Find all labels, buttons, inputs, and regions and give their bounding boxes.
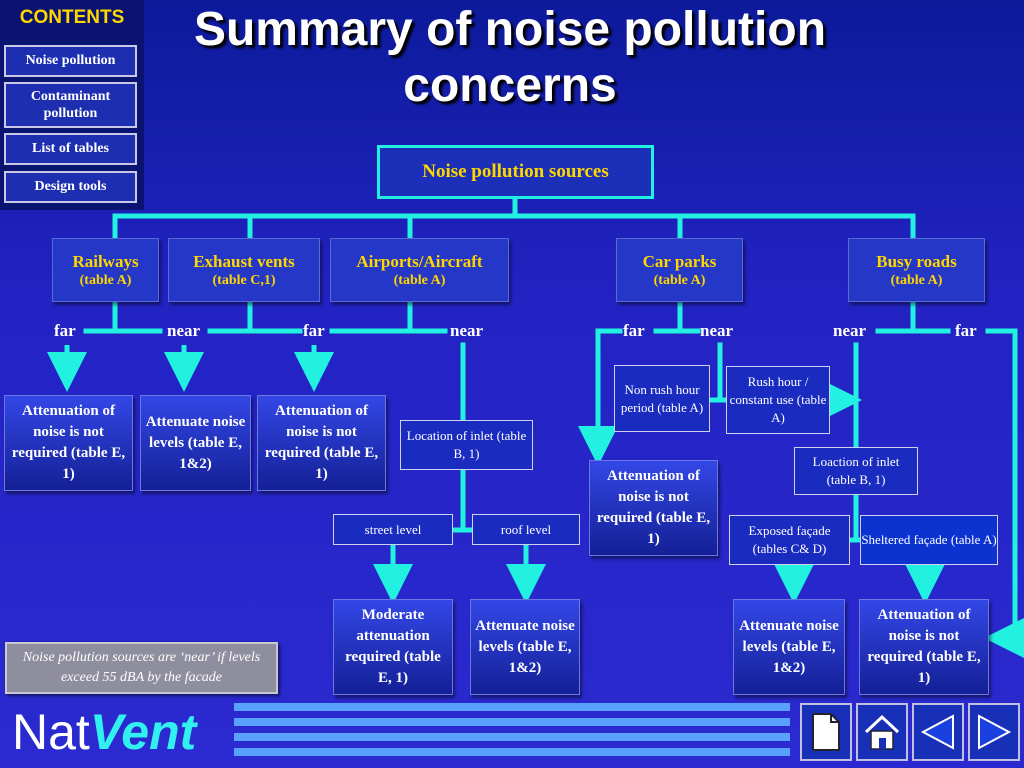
info-location-of-inlet: Location of inlet (table B, 1)	[400, 420, 533, 470]
nav-noise-pollution-button[interactable]: Noise pollution	[4, 45, 137, 77]
label-far: far	[54, 321, 76, 340]
category-title: Busy roads	[876, 251, 957, 271]
label-far: far	[623, 321, 645, 340]
decor-stripe	[234, 718, 790, 726]
info-non-rush-hour: Non rush hour period (table A)	[614, 365, 710, 432]
nav-list-of-tables-button[interactable]: List of tables	[4, 133, 137, 165]
info-location-of-inlet: Loaction of inlet (table B, 1)	[794, 447, 918, 495]
page-icon	[812, 713, 840, 751]
label-far: far	[303, 321, 325, 340]
decor-stripe	[234, 748, 790, 756]
page-title: Summary of noise pollution concerns	[193, 3, 827, 112]
decor-stripe	[234, 733, 790, 741]
result-not-required: Attenuation of noise is not required (ta…	[859, 599, 989, 695]
contents-title: CONTENTS	[19, 7, 125, 28]
root-node: Noise pollution sources	[377, 145, 654, 199]
category-exhaust-vents: Exhaust vents (table C,1)	[168, 238, 320, 302]
label-near: near	[700, 321, 734, 340]
result-attenuate: Attenuate noise levels (table E, 1&2)	[733, 599, 845, 695]
logo-part-vent: Vent	[89, 704, 197, 760]
label-near: near	[833, 321, 867, 340]
category-title: Airports/Aircraft	[356, 251, 483, 271]
info-sheltered-facade: Sheltered façade (table A)	[860, 515, 998, 565]
category-sub: (table A)	[890, 272, 943, 288]
category-sub: (table C,1)	[212, 272, 276, 288]
previous-arrow-icon	[920, 714, 954, 750]
footnote: Noise pollution sources are ‘near’ if le…	[5, 642, 278, 694]
next-arrow-icon	[978, 714, 1012, 750]
info-rush-hour: Rush hour / constant use (table A)	[726, 366, 830, 434]
category-sub: (table A)	[653, 272, 706, 288]
label-near: near	[167, 321, 201, 340]
category-sub: (table A)	[393, 272, 446, 288]
result-not-required: Attenuation of noise is not required (ta…	[257, 395, 386, 491]
label-far: far	[955, 321, 977, 340]
category-busy-roads: Busy roads (table A)	[848, 238, 985, 302]
decor-stripe	[234, 703, 790, 711]
result-not-required: Attenuation of noise is not required (ta…	[4, 395, 133, 491]
nav-contaminant-pollution-button[interactable]: Contaminant pollution	[4, 82, 137, 128]
result-attenuate: Attenuate noise levels (table E, 1&2)	[470, 599, 580, 695]
info-exposed-facade: Exposed façade (tables C& D)	[729, 515, 850, 565]
category-title: Car parks	[642, 251, 717, 271]
logo-part-nat: Nat	[12, 704, 90, 760]
result-attenuate: Attenuate noise levels (table E, 1&2)	[140, 395, 251, 491]
result-not-required: Attenuation of noise is not required (ta…	[589, 460, 718, 556]
home-icon	[864, 714, 900, 750]
category-sub: (table A)	[79, 272, 132, 288]
category-car-parks: Car parks (table A)	[616, 238, 743, 302]
info-street-level: street level	[333, 514, 453, 545]
info-roof-level: roof level	[472, 514, 580, 545]
category-title: Railways	[72, 251, 139, 271]
previous-arrow-icon-button[interactable]	[912, 703, 964, 761]
result-moderate-attenuation: Moderate attenuation required (table E, …	[333, 599, 453, 695]
category-title: Exhaust vents	[193, 251, 295, 271]
category-railways: Railways (table A)	[52, 238, 159, 302]
category-airports-aircraft: Airports/Aircraft (table A)	[330, 238, 509, 302]
label-near: near	[450, 321, 484, 340]
nav-design-tools-button[interactable]: Design tools	[4, 171, 137, 203]
natvent-logo: NatVent	[12, 700, 196, 764]
page-icon-button[interactable]	[800, 703, 852, 761]
home-icon-button[interactable]	[856, 703, 908, 761]
next-arrow-icon-button[interactable]	[968, 703, 1020, 761]
